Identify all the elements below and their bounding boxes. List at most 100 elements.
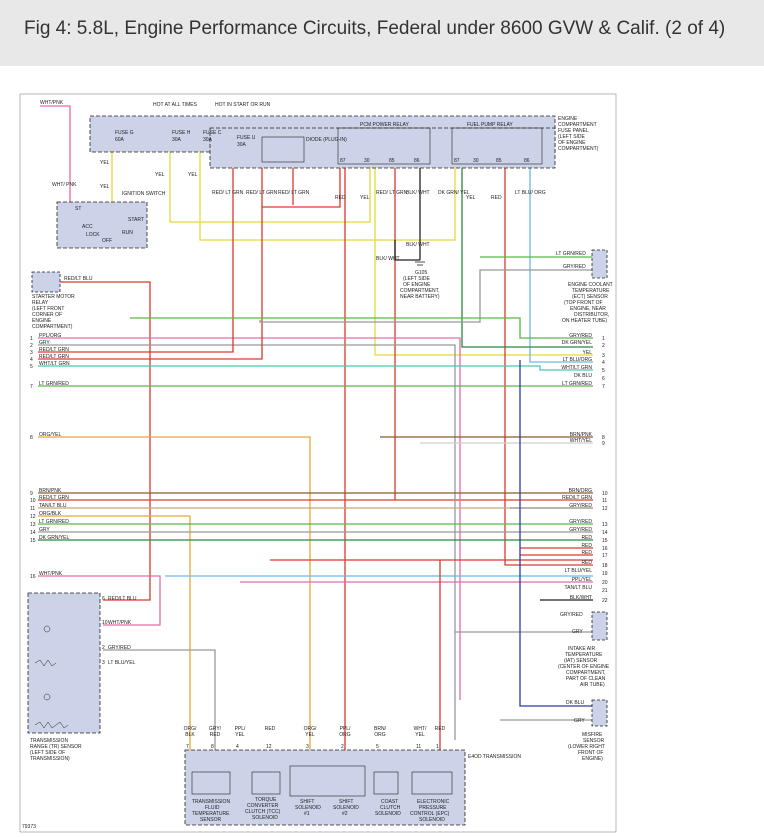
left-pin-8: 9: [30, 491, 33, 497]
tft-line-2: FLUID: [205, 805, 220, 811]
ss2-line-2: SOLENOID: [333, 805, 359, 811]
label-tr-sensor: TRANSMISSION RANGE (TR) SENSOR (LEFT SID…: [30, 738, 83, 762]
right-pin-3: 3: [602, 353, 605, 359]
twl-blk-wht3: BLK/ WHT: [376, 256, 400, 262]
wire-l8: [38, 436, 311, 750]
left-pin-2: 2: [30, 343, 33, 349]
wire-red-fp: [504, 160, 593, 566]
twl-wht-pnk-left: WHT/ PNK: [52, 182, 77, 188]
left-pin-4: 4: [30, 357, 33, 363]
label-hot-in-start: HOT IN START OR RUN: [215, 102, 271, 108]
iat-wire-2: GRY: [572, 629, 583, 635]
g105-line-1: G105: [415, 270, 427, 276]
efp-line-2: COMPARTMENT: [558, 122, 597, 128]
wire-dkgrn-yel: [461, 160, 593, 348]
right-wire-label-7: LT GRN/RED: [562, 381, 592, 387]
bottom-wire-label-3-1: PPL/: [235, 726, 246, 732]
right-pin-17: 17: [602, 553, 608, 559]
iat-line-1: INTAKE AIR: [568, 646, 596, 652]
right-wire-label-18: RED: [581, 560, 592, 566]
tr-pin-4: 3: [102, 660, 105, 666]
label-figure-id: 79373: [22, 824, 36, 830]
left-pin-11: 12: [30, 514, 36, 520]
efp-line-4: (LEFT SIDE: [558, 134, 586, 140]
right-wire-label-8: BRN/PNK: [570, 432, 593, 438]
wires: [38, 105, 593, 750]
label-starter-relay: STARTER MOTOR RELAY (LEFT FRONT CORNER O…: [32, 294, 76, 330]
ignition-switch: IGNITION SWITCH ST ACC LOCK OFF START RU…: [56, 191, 166, 249]
left-pin-7: 8: [30, 435, 33, 441]
efp-line-3: FUSE PANEL: [558, 128, 589, 134]
smr-line-4: CORNER OF: [32, 312, 62, 318]
left-wire-label-10: TAN/LT BLU: [39, 503, 67, 509]
left-wire-label-3: RED/LT GRN: [39, 347, 69, 353]
label-acc: ACC: [82, 224, 93, 230]
label-fuse-h-amp: 30A: [172, 137, 182, 143]
tr-line-2: RANGE (TR) SENSOR: [30, 744, 82, 750]
wire-red-ltgrn-4: [394, 160, 593, 501]
right-wire-label-16: RED: [581, 543, 592, 549]
relay-pin-4: 86: [414, 158, 420, 164]
twl-wht-pnk-top: WHT/PNK: [40, 100, 64, 106]
ccs-line-1: COAST: [381, 799, 398, 805]
bottom-wire-label-6-1: PPL/: [340, 726, 351, 732]
right-pin-19: 19: [602, 571, 608, 577]
label-fuse-c: FUSE C: [203, 130, 222, 136]
ss1-line-1: SHIFT: [300, 799, 314, 805]
label-fuse-h: FUSE H: [172, 130, 191, 136]
twl-red-ltgrn2: RED/ LT GRN: [246, 190, 278, 196]
mis-line-4: FRONT OF: [578, 750, 603, 756]
fuse-panel: HOT AT ALL TIMES HOT IN START OR RUN FUS…: [89, 102, 599, 169]
right-wire-label-15: RED: [581, 535, 592, 541]
e4od-transmission: E4OD TRANSMISSION TRANSMISSION FLUID TEM…: [184, 749, 521, 826]
wire-l3: [38, 210, 234, 353]
bottom-pin-3: 4: [236, 744, 239, 750]
left-pin-13: 14: [30, 530, 36, 536]
iat-line-7: AIR TUBE): [580, 682, 605, 688]
right-pin-8: 8: [602, 435, 605, 441]
bottom-wire-label-5-2: YEL: [305, 732, 315, 738]
g105-line-4: COMPARTMENT,: [400, 288, 440, 294]
tr-wire-1: RED/LT BLU: [108, 596, 137, 602]
ect-line-7: ON HEATER TUBE): [562, 318, 607, 324]
twl-red1: RED: [335, 195, 346, 201]
left-pin-5: 5: [30, 364, 33, 370]
ground-g105: G105 (LEFT SIDE OF ENGINE COMPARTMENT, N…: [400, 261, 441, 300]
mis-line-5: ENGINE): [582, 756, 603, 762]
wire-l1: [38, 337, 461, 700]
twl-yel1: YEL: [100, 160, 110, 166]
left-wire-label-14: DK GRN/YEL: [39, 535, 70, 541]
iat-line-2: TEMPERATURE: [565, 652, 603, 658]
ect-line-2: TEMPERATURE: [572, 288, 610, 294]
ss2-line-3: #2: [342, 811, 348, 817]
label-engine-fuse-panel: ENGINE COMPARTMENT FUSE PANEL (LEFT SIDE…: [558, 116, 599, 152]
smr-line-6: COMPARTMENT): [32, 324, 73, 330]
left-wire-label-7: ORG/YEL: [39, 432, 61, 438]
smr-line-5: ENGINE: [32, 318, 52, 324]
twl-yel2: YEL: [100, 184, 110, 190]
epc-line-4: SOLENOID: [419, 817, 445, 823]
ect-line-3: (ECT) SENSOR: [572, 294, 608, 300]
label-ss2: SHIFT SOLENOID #2: [333, 799, 360, 817]
wire-yel-b: [199, 152, 456, 241]
left-pin-3: 3: [30, 350, 33, 356]
right-pin-14: 14: [602, 530, 608, 536]
label-tft: TRANSMISSION FLUID TEMPERATURE SENSOR: [192, 799, 231, 823]
wire-wht-pnk-top: [40, 105, 71, 210]
twl-red-ltgrn4: RED/ LT GRN: [376, 190, 408, 196]
label-g105: G105 (LEFT SIDE OF ENGINE COMPARTMENT, N…: [400, 270, 441, 300]
bottom-wire-label-4-1: RED: [265, 726, 276, 732]
right-pin-15: 15: [602, 538, 608, 544]
tcc-line-3: CLUTCH (TCC): [245, 809, 281, 815]
right-wire-label-21: TAN/LT BLU: [564, 585, 592, 591]
wire-blk-wht-2: [394, 240, 420, 261]
right-pin-13: 13: [602, 522, 608, 528]
left-wire-label-9: RED/LT GRN: [39, 495, 69, 501]
right-wire-label-17: RED: [581, 550, 592, 556]
bottom-wire-label-2-1: GRY/: [209, 726, 222, 732]
fuel-pump-relay-box: [451, 127, 543, 165]
right-wire-label-5: WHT/LT GRN: [561, 365, 592, 371]
ss1-line-3: #1: [304, 811, 310, 817]
